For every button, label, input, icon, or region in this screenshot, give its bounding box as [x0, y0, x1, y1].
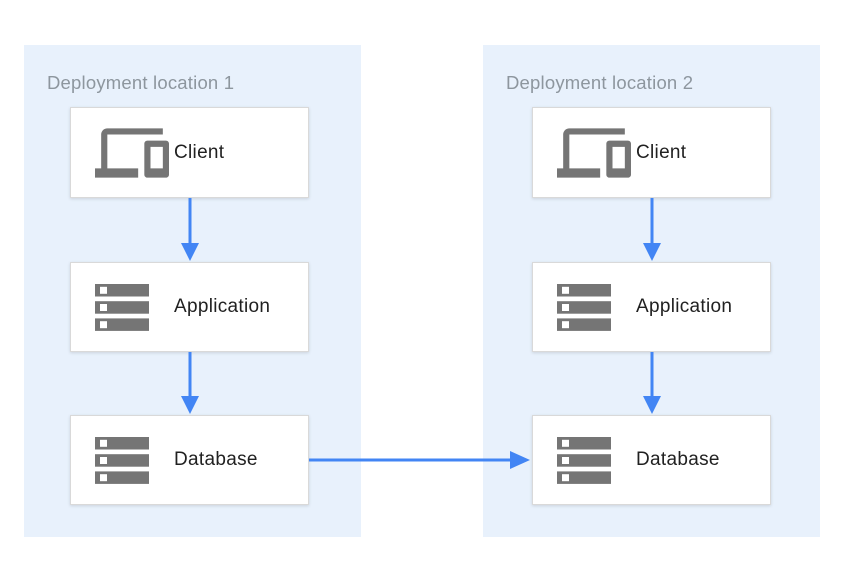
server-stack-icon [71, 436, 174, 484]
node-label: Client [636, 141, 687, 163]
node-label: Database [636, 449, 720, 470]
node-label: Application [174, 296, 271, 317]
node-application-2: Application [532, 262, 771, 352]
node-client-1: Client [70, 107, 309, 198]
server-stack-icon [533, 283, 636, 331]
node-database-1: Database [70, 415, 309, 505]
node-database-2: Database [532, 415, 771, 505]
server-stack-icon [533, 436, 636, 484]
devices-icon [533, 116, 636, 190]
deployment-location-2: Deployment location 2 Client Application [483, 45, 820, 537]
node-application-1: Application [70, 262, 309, 352]
node-label: Client [174, 141, 225, 163]
location-title: Deployment location 2 [506, 72, 694, 93]
node-client-2: Client [532, 107, 771, 198]
location-title: Deployment location 1 [47, 72, 235, 93]
devices-icon [71, 116, 174, 190]
node-label: Database [174, 449, 258, 470]
node-label: Application [636, 296, 733, 317]
server-stack-icon [71, 283, 174, 331]
deployment-location-1: Deployment location 1 Client Application [24, 45, 361, 537]
